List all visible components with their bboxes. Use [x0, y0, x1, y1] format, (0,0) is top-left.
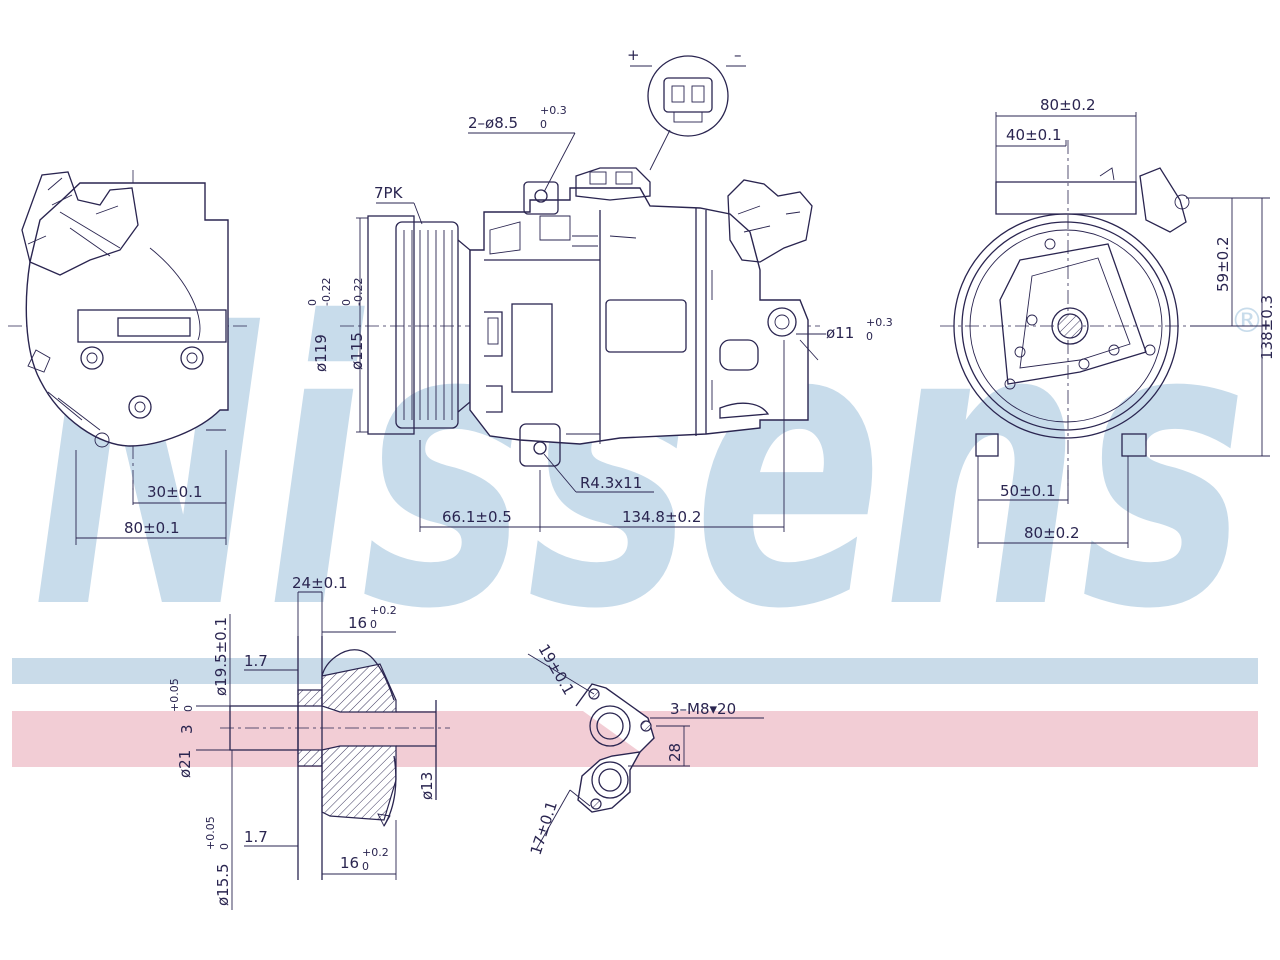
port-d155: ø15.5 [214, 863, 232, 906]
side-dim-134: 134.8±0.2 [622, 508, 701, 526]
back-dim-80-bottom: 80±0.2 [1024, 524, 1080, 542]
port-dim-16-top-tol-lower: 0 [370, 618, 377, 631]
side-d11: ø11 [826, 324, 854, 342]
port-d195: ø19.5±0.1 [212, 617, 230, 696]
port-dim-17-bottom: 1.7 [244, 828, 268, 846]
back-dim-50: 50±0.1 [1000, 482, 1056, 500]
connector-plus: + [627, 46, 640, 64]
flange-dim-17: 17±0.1 [527, 799, 561, 857]
port-dim-16-top-tol-upper: +0.2 [370, 604, 397, 617]
side-belt-label: 7PK [374, 184, 404, 202]
port-dim-16-bottom-tol-lower: 0 [362, 860, 369, 873]
back-dim-80-top: 80±0.2 [1040, 96, 1096, 114]
side-d119-tol-upper: 0 [306, 299, 319, 306]
port-d155-tol-lower: 0 [218, 843, 231, 850]
side-mount-holes-tol-upper: +0.3 [540, 104, 567, 117]
port-dim-17-top: 1.7 [244, 652, 268, 670]
port-dim-16-bottom-tol-upper: +0.2 [362, 846, 389, 859]
front-view: 30±0.1 80±0.1 [8, 170, 250, 545]
side-d119-tol-lower: -0.22 [320, 278, 333, 306]
watermark-registered-mark: ® [1230, 301, 1264, 341]
side-d11-tol-upper: +0.3 [866, 316, 893, 329]
connector-minus: – [734, 46, 742, 64]
front-dim-30: 30±0.1 [147, 483, 203, 501]
watermark-band-blue [12, 658, 1258, 684]
back-dim-40: 40±0.1 [1006, 126, 1062, 144]
side-mount-holes-tol-lower: 0 [540, 118, 547, 131]
side-view: 7PK 2–ø8.5 +0.3 0 + – ø119 0 -0.22 ø115 … [306, 46, 893, 532]
back-dim-138: 138±0.3 [1258, 295, 1276, 360]
side-d119: ø119 [312, 334, 330, 372]
port-d13: ø13 [418, 772, 436, 800]
back-dim-59: 59±0.2 [1214, 236, 1232, 292]
port-dim-3-tol-lower: 0 [182, 705, 195, 712]
flange-thread: 3–M8▾20 [670, 700, 736, 718]
port-dim-24: 24±0.1 [292, 574, 348, 592]
side-mount-holes: 2–ø8.5 [468, 114, 518, 132]
port-dim-3-tol-upper: +0.05 [168, 678, 181, 712]
port-section-view: 24±0.1 16 +0.2 0 ø19.5±0.1 1.7 ø21 3 +0.… [168, 574, 450, 910]
port-dim-16-bottom: 16 [340, 854, 359, 872]
port-dim-16-top: 16 [348, 614, 367, 632]
side-dim-66: 66.1±0.5 [442, 508, 512, 526]
side-d11-tol-lower: 0 [866, 330, 873, 343]
side-r43: R4.3x11 [580, 474, 642, 492]
flange-dim-28: 28 [666, 743, 684, 762]
side-d115-tol-upper: 0 [340, 299, 353, 306]
port-d21: ø21 [176, 750, 194, 778]
rear-view: 80±0.2 40±0.1 59±0.2 138±0.3 50±0.1 80±0… [940, 96, 1276, 548]
port-dim-3: 3 [178, 724, 196, 734]
port-d155-tol-upper: +0.05 [204, 816, 217, 850]
side-d115: ø115 [348, 332, 366, 370]
front-dim-80: 80±0.1 [124, 519, 180, 537]
side-d115-tol-lower: -0.22 [352, 278, 365, 306]
